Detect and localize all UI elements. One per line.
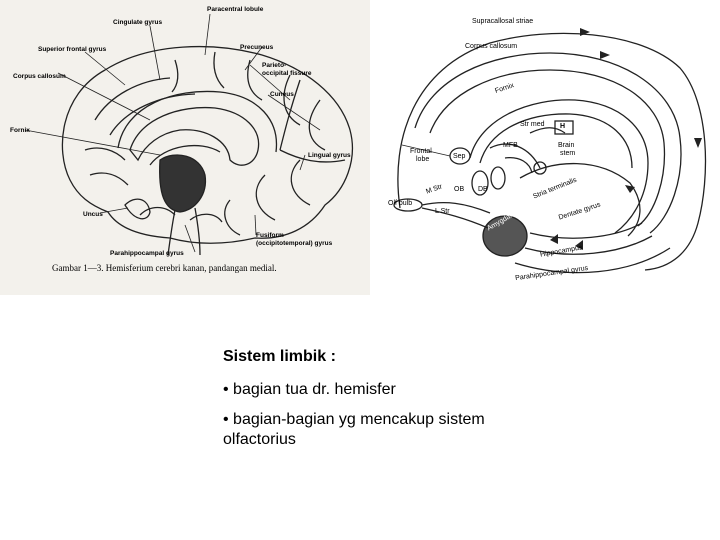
label-lobe: lobe <box>416 156 430 163</box>
label-l-str: L Str <box>435 208 450 215</box>
label-mfb: MFB <box>503 142 518 149</box>
label-supracallosal-striae: Supracallosal striae <box>472 18 534 25</box>
label-parahippocampal-gyrus: Parahippocampal gyrus <box>110 250 184 257</box>
label-paracentral-lobule: Paracentral lobule <box>207 6 264 13</box>
label-frontal: Frontal <box>410 148 432 155</box>
label-brain: Brain <box>558 142 575 149</box>
limbic-system-figure: Supracallosal striae Corpus callosum For… <box>380 8 715 298</box>
label-occipitotemporal-gyrus: (occipitotemporal) gyrus <box>256 240 333 247</box>
label-corpus-callosum-right: Corpus callosum <box>465 43 518 50</box>
medial-hemisphere-drawing <box>24 13 354 256</box>
text-block: Sistem limbik : • bagian tua dr. hemisfe… <box>223 348 543 460</box>
medial-hemisphere-figure: Paracentral lobule Cingulate gyrus Super… <box>0 0 370 295</box>
label-sep: Sep <box>453 153 466 160</box>
label-str-med: Str med <box>520 121 545 128</box>
label-superior-frontal-gyrus: Superior frontal gyrus <box>38 46 107 53</box>
label-occipital-fissure: occipital fissure <box>262 70 312 77</box>
label-lingual-gyrus: Lingual gyrus <box>308 152 351 159</box>
label-cuneus: Cuneus <box>270 91 294 98</box>
label-fornix: Fornix <box>10 127 30 134</box>
label-corpus-callosum: Corpus callosum <box>13 73 66 80</box>
label-precuneus: Precuneus <box>240 44 274 51</box>
limbic-system-drawing <box>393 28 707 274</box>
label-h: H <box>560 123 566 130</box>
label-parieto: Parieto- <box>262 62 287 69</box>
label-ob: OB <box>454 186 465 193</box>
label-uncus: Uncus <box>83 211 103 218</box>
bullet-item: • bagian-bagian yg mencakup sistem olfac… <box>223 411 485 448</box>
label-stem: stem <box>560 150 576 157</box>
label-cingulate-gyrus: Cingulate gyrus <box>113 19 163 26</box>
label-db: DB <box>478 186 488 193</box>
section-heading: Sistem limbik : <box>223 348 336 365</box>
figure-caption: Gambar 1—3. Hemisferium cerebri kanan, p… <box>52 263 277 273</box>
label-olf-bulb: Olf bulb <box>388 200 413 207</box>
bullet-item: • bagian tua dr. hemisfer <box>223 381 396 398</box>
label-fusiform: Fusiform <box>256 232 284 239</box>
